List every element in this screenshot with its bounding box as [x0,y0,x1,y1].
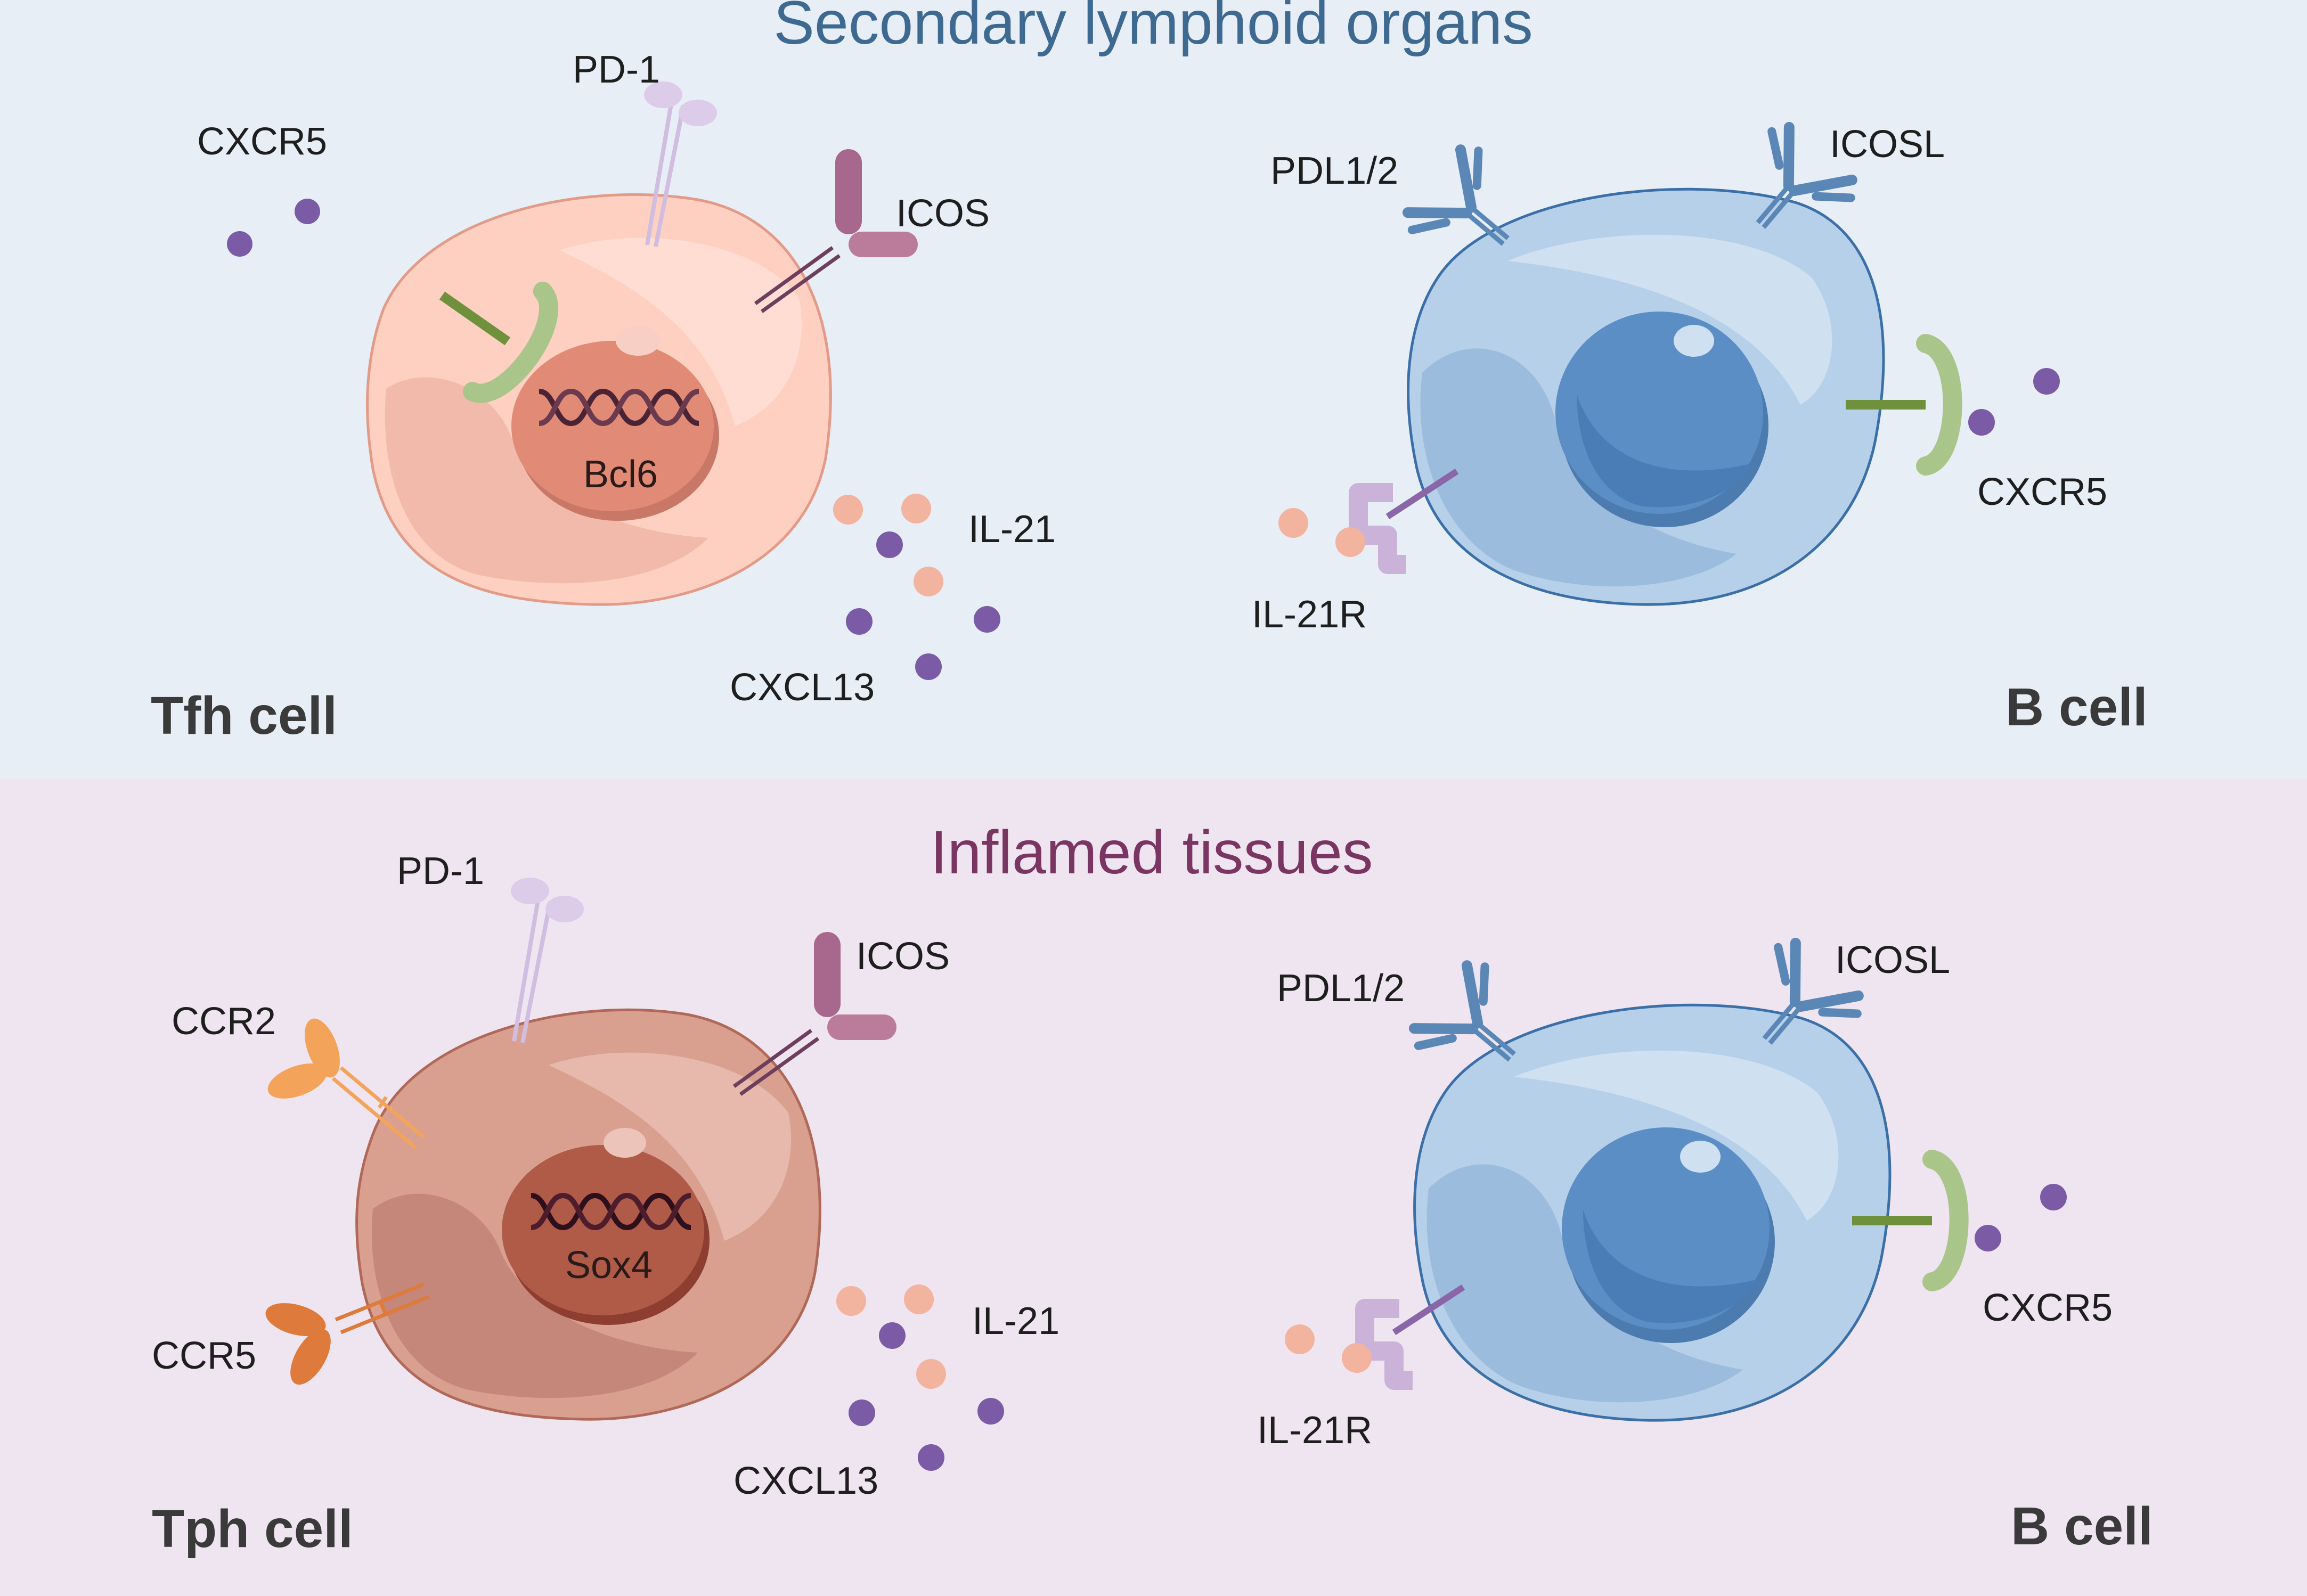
tfh-pd1-label: PD-1 [573,48,660,91]
tph-il21-label: IL-21 [972,1300,1059,1343]
tfh-cxcl13-label: CXCL13 [730,666,875,709]
b-cell-il21r-label: IL-21R [1252,593,1367,636]
b-cell-cxcr5-label: CXCR5 [1983,1287,2113,1329]
chemokine-molecule-icon [977,1398,1004,1425]
tfh-cytoplasm-highlight [559,238,802,426]
tph-cell-name: Tph cell [152,1499,353,1559]
tph-ccr2-label: CCR2 [172,1000,276,1043]
cytokine-molecule-icon [901,494,931,523]
chemokine-molecule-icon [849,1399,875,1426]
tfh-cxcr5-label: CXCR5 [197,120,327,163]
tfh-il21-label: IL-21 [968,508,1056,551]
tfh-cell: Bcl6 [366,193,832,606]
b-cell-name: B cell [2006,677,2148,737]
tph-cytoplasm-shade [371,1193,698,1398]
tph-cell: Sox4 [355,1008,821,1421]
tph-secreted-molecules [836,1284,1004,1471]
tfh-cytoplasm-shade [385,377,708,584]
cytokine-molecule-icon [904,1284,934,1314]
b-cell-pdl-label: PDL1/2 [1270,150,1398,192]
b-cell-cytoplasm-highlight [1514,1050,1839,1221]
cytokine-molecule-icon [833,495,863,525]
b-cell-cytoplasm-shade [1426,1164,1743,1403]
tph-ccr5-label: CCR5 [152,1335,256,1377]
tfh-icos-label: ICOS [896,192,990,235]
chemokine-molecule-icon [1968,409,1995,436]
chemokine-molecule-icon [1975,1225,2001,1251]
chemokine-molecule-icon [876,531,903,558]
cytokine-molecule-icon [1278,508,1308,538]
tph-cytoplasm-highlight [549,1052,791,1241]
b-cell-icosl-label: ICOSL [1830,123,1945,166]
cytokine-molecule-icon [916,1359,946,1389]
b-cell-cxcr5-label: CXCR5 [1977,471,2107,513]
b-cell-top [1407,187,1885,606]
cytokine-molecule-icon [1342,1343,1372,1373]
tph-nucleolus [604,1128,646,1158]
chemokine-molecule-icon [915,653,942,680]
chemokine-molecule-icon [227,231,252,257]
chemokine-molecule-icon [846,608,873,635]
cytokine-molecule-icon [914,567,943,596]
b-cell-cytoplasm-shade [1420,348,1737,587]
tfh-nucleus [511,341,714,511]
tfh-nucleus-label: Bcl6 [583,453,658,496]
bottom-panel-title: Inflamed tissues [931,819,1373,887]
dna-helix-icon [539,388,699,427]
b-cell-icosl-label: ICOSL [1835,939,1950,981]
tph-nucleus [502,1145,704,1315]
tph-nucleus-label: Sox4 [565,1244,653,1287]
b-cell-nucleus-inner-shade [1583,1210,1759,1323]
tfh-cell-name: Tfh cell [151,686,337,746]
chemokine-molecule-icon [974,606,1000,633]
tph-ccr2-receptor [267,1018,425,1149]
cytokine-molecule-icon [1285,1324,1315,1354]
b-cell-nucleolus [1674,325,1714,357]
b-cell-name: B cell [2011,1496,2153,1556]
b-cell-pdl-label: PDL1/2 [1277,967,1405,1010]
dna-helix-icon [531,1192,691,1231]
cytokine-molecule-icon [836,1286,866,1316]
b-cell-nucleolus [1680,1141,1721,1173]
tph-icos-label: ICOS [856,935,950,978]
tph-pd1-label: PD-1 [397,850,484,893]
chemokine-molecule-icon [2033,368,2060,395]
chemokine-molecule-icon [2040,1184,2067,1210]
b-cell-bottom [1413,1003,1892,1422]
tfh-secreted-molecules [833,494,1000,680]
b-cell-nucleus-inner-shade [1577,394,1752,508]
b-cell-il21r-label: IL-21R [1257,1409,1372,1452]
cytokine-molecule-icon [1335,527,1365,557]
chemokine-molecule-icon [879,1322,906,1349]
tfh-nucleolus [616,326,661,356]
top-panel-title: Secondary lymphoid organs [773,0,1533,57]
chemokine-molecule-icon [918,1444,944,1471]
tph-ccr5-receptor [265,1282,430,1385]
chemokine-molecule-icon [295,199,320,224]
b-cell-cytoplasm-highlight [1507,234,1832,405]
tph-cxcl13-label: CXCL13 [733,1460,878,1502]
